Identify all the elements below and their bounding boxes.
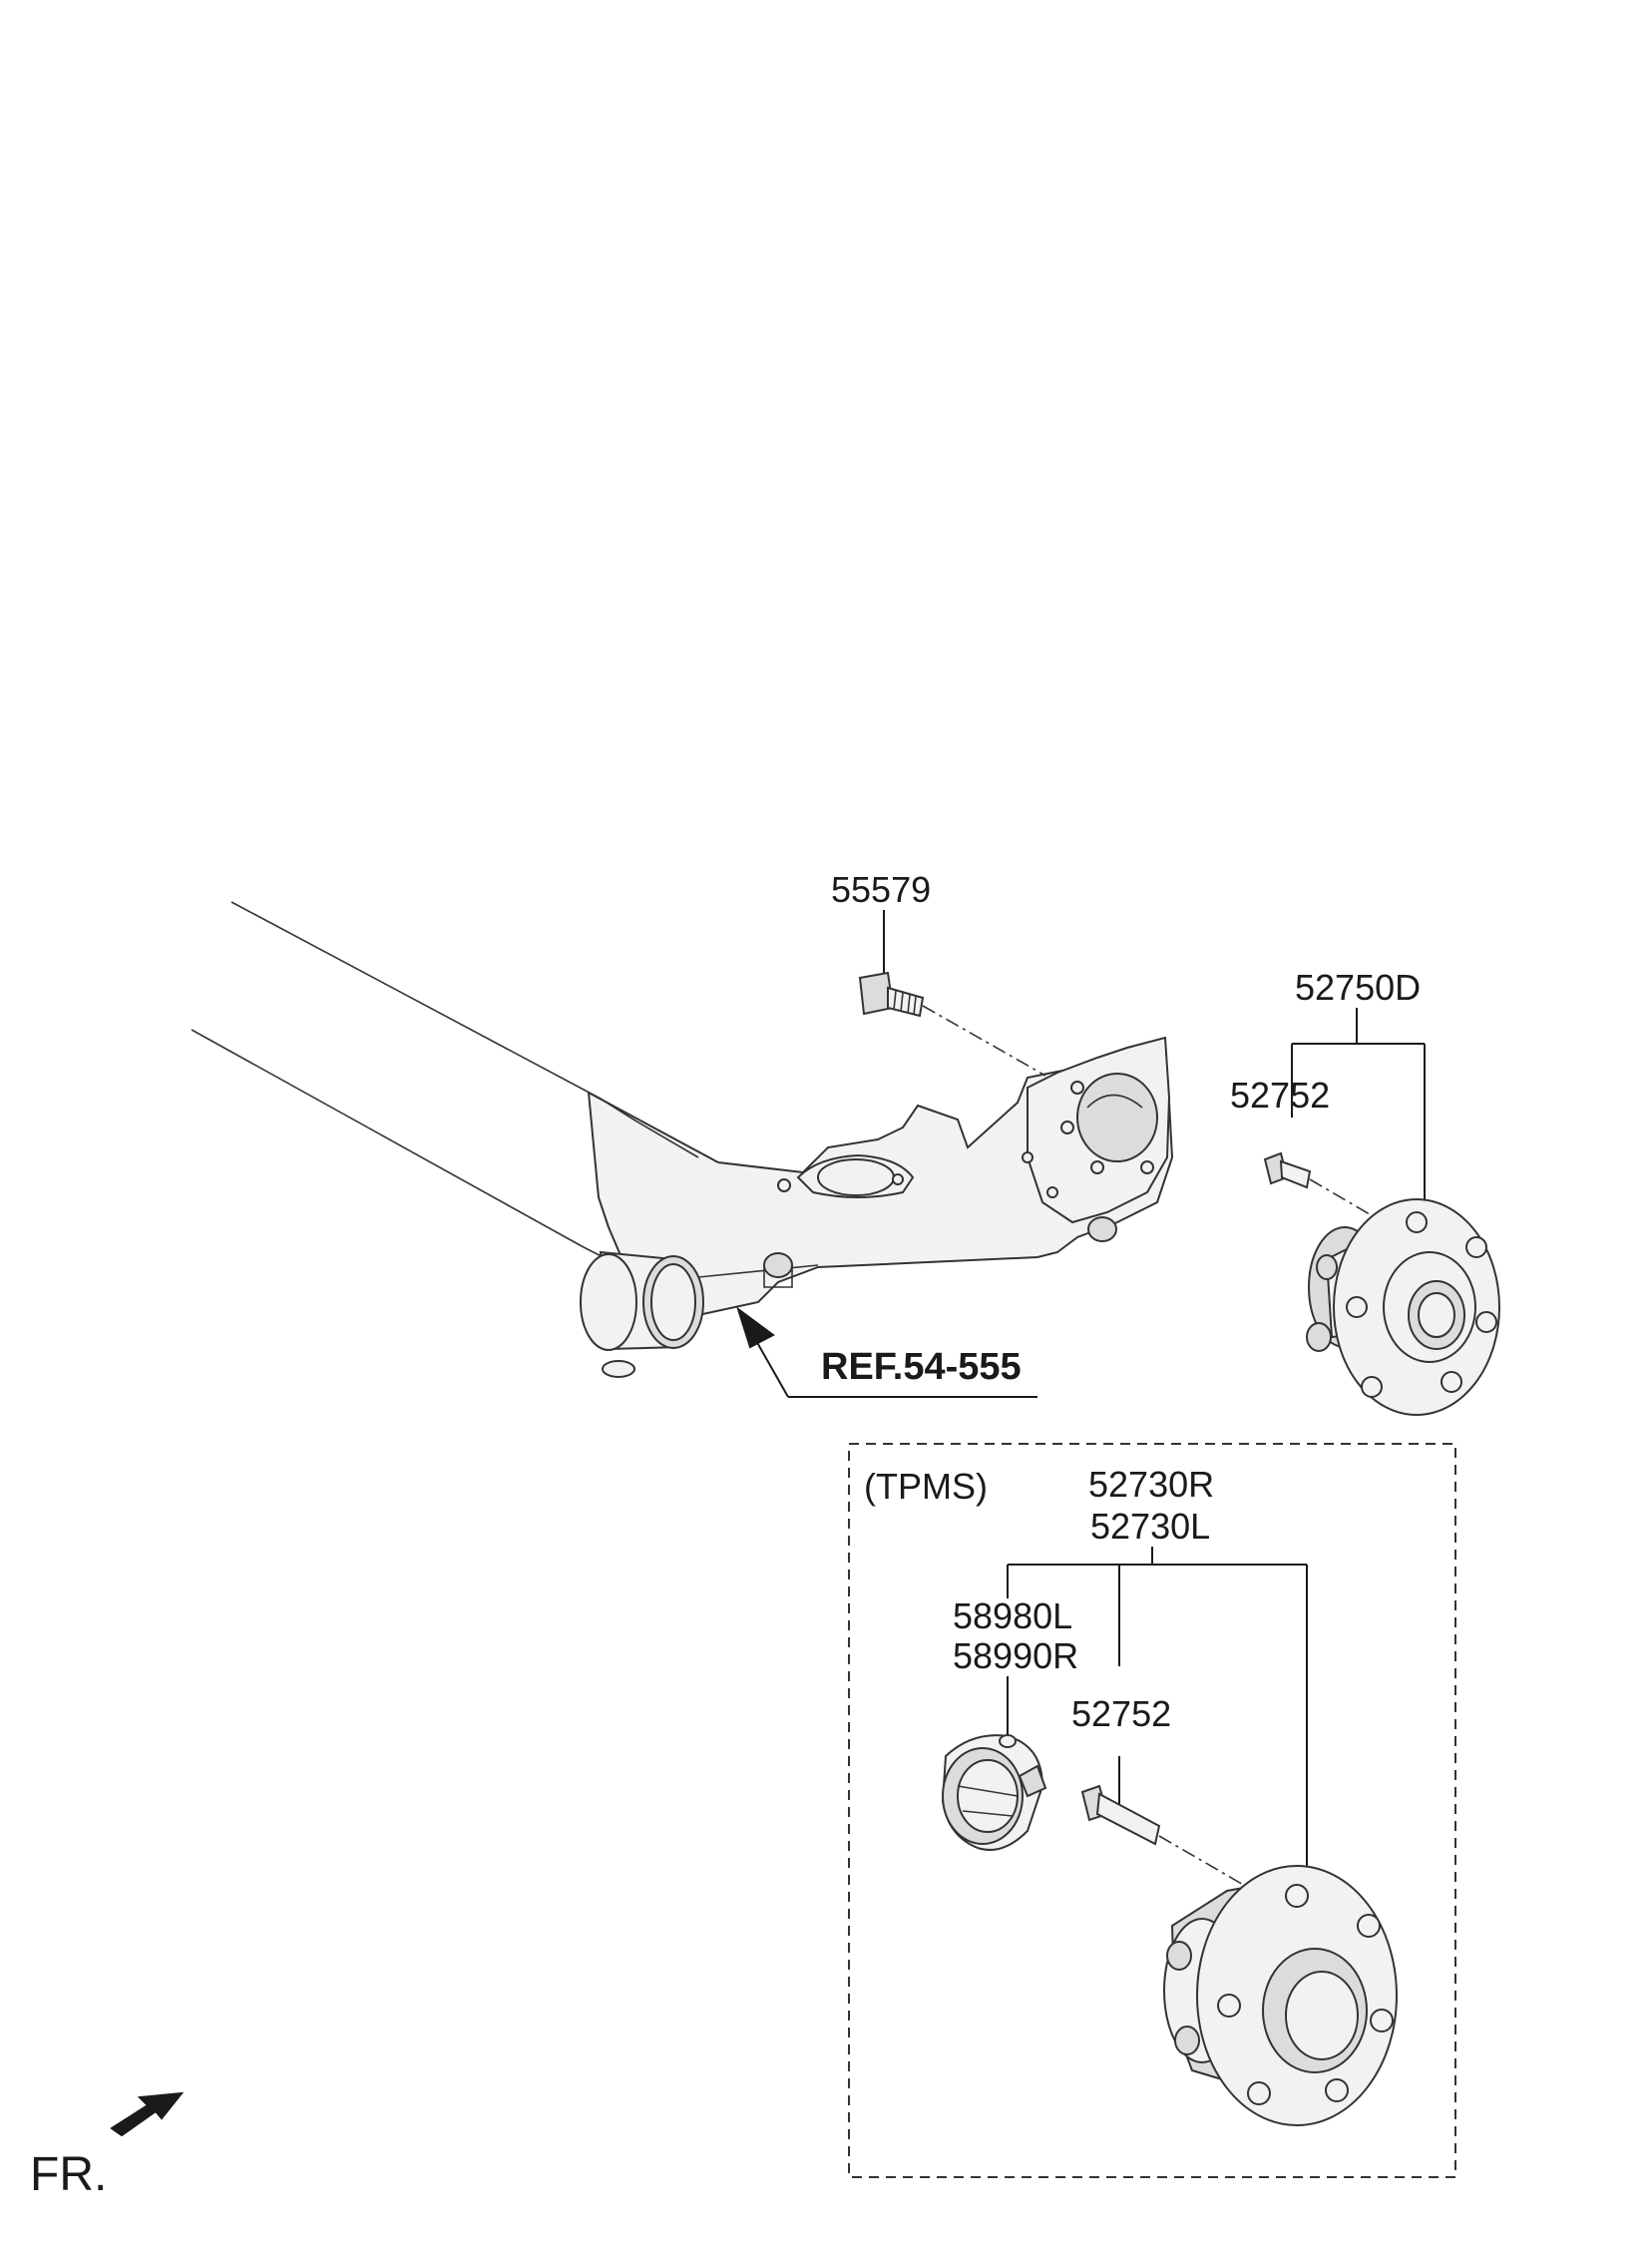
label-52730L: 52730L (1090, 1506, 1210, 1547)
tpms-sensor-ring (941, 1734, 1047, 1851)
fr-label: FR. (30, 2148, 107, 2201)
rear-axle-beam (191, 901, 1174, 1378)
tpms-hub-assembly (1163, 1865, 1398, 2126)
label-52750D: 52750D (1295, 967, 1421, 1008)
label-58980L: 58980L (953, 1595, 1072, 1636)
front-direction-arrow-icon (110, 2091, 185, 2137)
label-52752-bottom: 52752 (1071, 1693, 1171, 1734)
label-58990R: 58990R (953, 1635, 1078, 1676)
reference-arrow (736, 1306, 1037, 1398)
tpms-option-box (848, 1443, 1456, 2178)
wheel-stud-52752 (1080, 1784, 1260, 1895)
label-52730R: 52730R (1088, 1464, 1214, 1505)
label-55579: 55579 (831, 869, 931, 910)
ref-label: REF.54-555 (821, 1346, 1022, 1388)
bolt-55579 (858, 910, 1046, 1077)
label-52752-top: 52752 (1230, 1075, 1330, 1116)
hub-assembly-52750D (1263, 1008, 1500, 1416)
tpms-label: (TPMS) (864, 1466, 988, 1507)
